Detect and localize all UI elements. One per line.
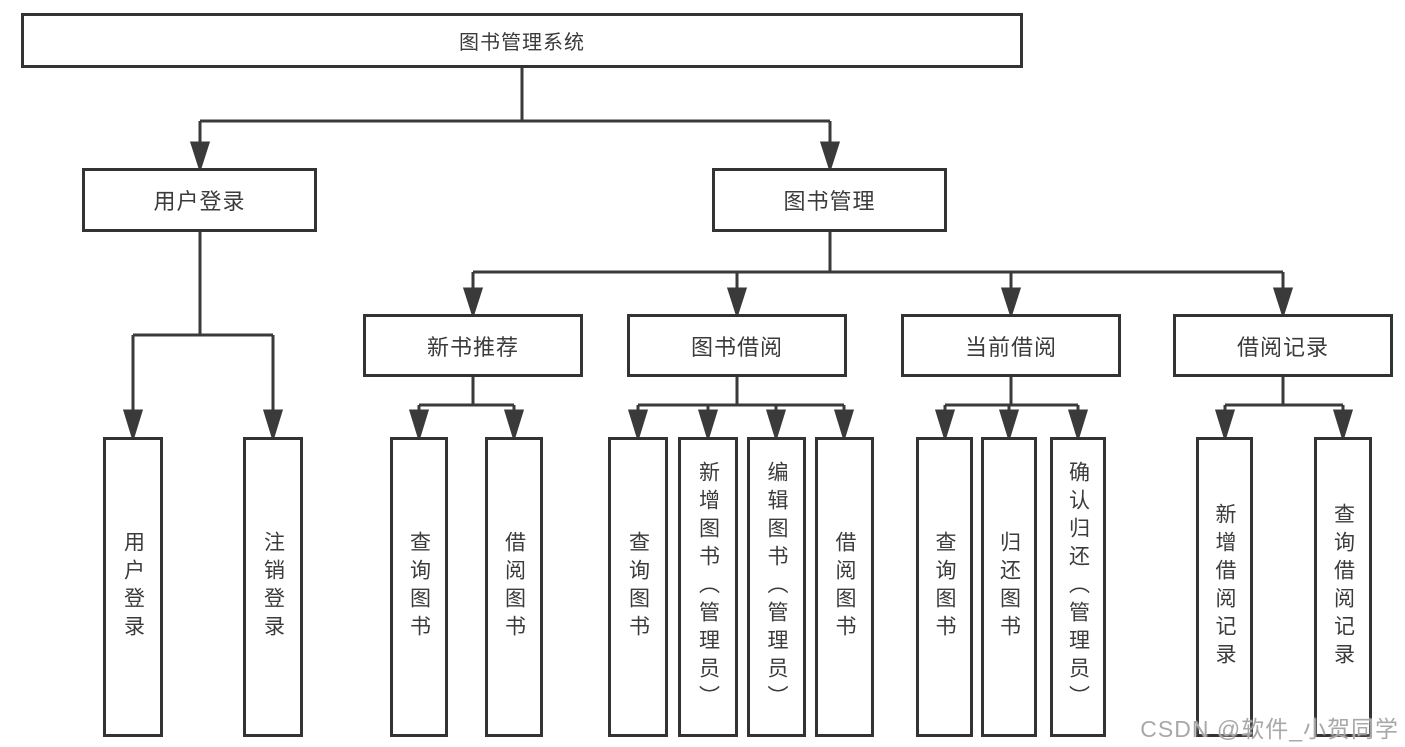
node-root-system: 图书管理系统 [21,13,1023,68]
arrow-down-icon [503,409,525,443]
node-book-borrow: 图书借阅 [627,314,847,377]
leaf-record-query: 查询借阅记录 [1314,437,1372,737]
node-current-borrow: 当前借阅 [901,314,1121,377]
node-label: 借阅图书 [833,531,856,643]
leaf-recommend-borrow-book: 借阅图书 [485,437,543,737]
leaf-borrow-query-book: 查询图书 [608,437,668,737]
leaf-borrow-borrow-book: 借阅图书 [815,437,874,737]
connector-new-book-rec-children [408,377,525,443]
leaf-borrow-add-book-admin: 新增图书（管理员） [678,437,738,737]
connector-book-mgmt-children [462,232,1294,319]
node-borrow-record: 借阅记录 [1173,314,1393,377]
connector-current-borrow-children [934,377,1089,443]
node-label: 查询图书 [407,531,431,643]
node-label: 注销登录 [261,531,285,643]
node-label: 图书管理 [783,189,876,214]
arrow-down-icon [262,409,284,443]
node-book-management: 图书管理 [712,168,947,232]
node-label: 归还图书 [997,531,1021,643]
arrow-down-icon [726,287,748,319]
node-label: 查询借阅记录 [1331,503,1355,671]
node-label: 图书借阅 [690,334,783,360]
leaf-record-add: 新增借阅记录 [1196,437,1253,737]
node-label: 当前借阅 [964,334,1057,360]
arrow-down-icon [697,409,719,443]
arrow-down-icon [122,409,144,443]
arrow-down-icon [1000,287,1022,319]
node-user-login: 用户登录 [82,168,317,232]
node-label: 用户登录 [121,531,145,643]
arrow-down-icon [1214,409,1236,443]
arrow-down-icon [819,141,841,173]
leaf-logout: 注销登录 [243,437,303,737]
node-label: 新增借阅记录 [1213,503,1236,671]
leaf-current-confirm-return-admin: 确认归还（管理员） [1050,437,1106,737]
arrow-down-icon [998,409,1020,443]
connector-book-borrow-children [627,377,855,443]
csdn-watermark: CSDN @软件_小贺同学 [1140,716,1399,742]
node-label: 查询图书 [933,531,956,643]
arrow-down-icon [462,287,484,319]
leaf-current-query-book: 查询图书 [916,437,973,737]
node-label: 新增图书（管理员） [696,461,720,713]
arrow-down-icon [1332,409,1354,443]
arrow-down-icon [408,409,430,443]
leaf-current-return-book: 归还图书 [981,437,1037,737]
arrow-down-icon [189,141,211,173]
leaf-recommend-query-book: 查询图书 [390,437,448,737]
node-label: 确认归还（管理员） [1066,461,1090,713]
connector-user-login-children [122,232,284,443]
node-label: 图书管理系统 [459,32,585,54]
arrow-down-icon [833,409,855,443]
connector-root-to-level2 [189,68,841,173]
arrow-down-icon [765,409,787,443]
node-label: 查询图书 [626,531,650,643]
arrow-down-icon [934,409,956,443]
leaf-borrow-edit-book-admin: 编辑图书（管理员） [747,437,806,737]
node-label: 借阅记录 [1236,334,1329,360]
arrow-down-icon [1272,287,1294,319]
node-label: 编辑图书（管理员） [765,461,788,713]
arrow-down-icon [627,409,649,443]
node-label: 新书推荐 [426,334,519,360]
connector-borrow-record-children [1214,377,1354,443]
node-new-book-recommend: 新书推荐 [363,314,583,377]
arrow-down-icon [1067,409,1089,443]
node-label: 用户登录 [153,189,246,214]
node-label: 借阅图书 [502,531,526,643]
leaf-user-login: 用户登录 [103,437,163,737]
